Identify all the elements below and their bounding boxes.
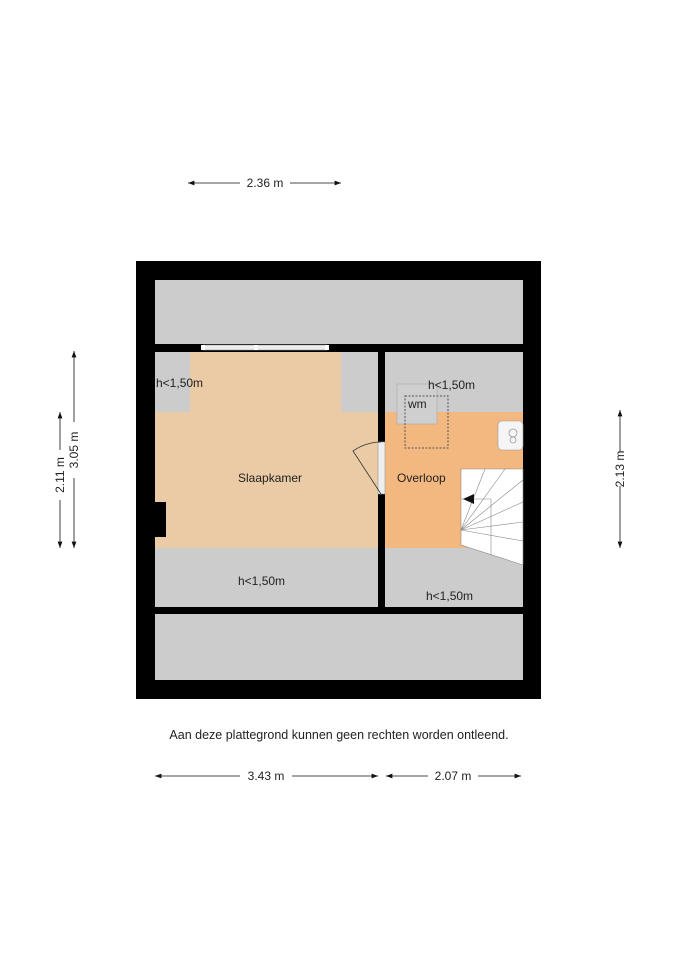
wm-label: wm (407, 397, 427, 411)
attic-bottom (155, 614, 523, 680)
height-label: h<1,50m (426, 589, 473, 603)
dimension-top: 2.36 m (247, 176, 284, 190)
attic-top (155, 280, 523, 344)
dimension-lines (57, 180, 623, 779)
dimension-left-outer: 3.05 m (67, 432, 81, 469)
height-label: h<1,50m (238, 574, 285, 588)
height-label: h<1,50m (428, 378, 475, 392)
chimney (155, 502, 166, 537)
window (201, 344, 329, 351)
room-label-bedroom: Slaapkamer (238, 471, 302, 485)
toilet-icon (497, 420, 524, 451)
height-label: h<1,50m (156, 376, 203, 390)
staircase (460, 468, 524, 566)
door (352, 441, 386, 495)
bedroom (155, 352, 378, 607)
dimension-left-inner: 2.11 m (53, 457, 67, 493)
disclaimer: Aan deze plattegrond kunnen geen rechten… (169, 728, 508, 742)
dimension-bottom-left: 3.43 m (248, 769, 285, 783)
room-label-landing: Overloop (397, 471, 446, 485)
dimension-right: 2.13 m (613, 451, 627, 488)
dimension-bottom-right: 2.07 m (435, 769, 472, 783)
washing-machine: wm (396, 383, 449, 449)
